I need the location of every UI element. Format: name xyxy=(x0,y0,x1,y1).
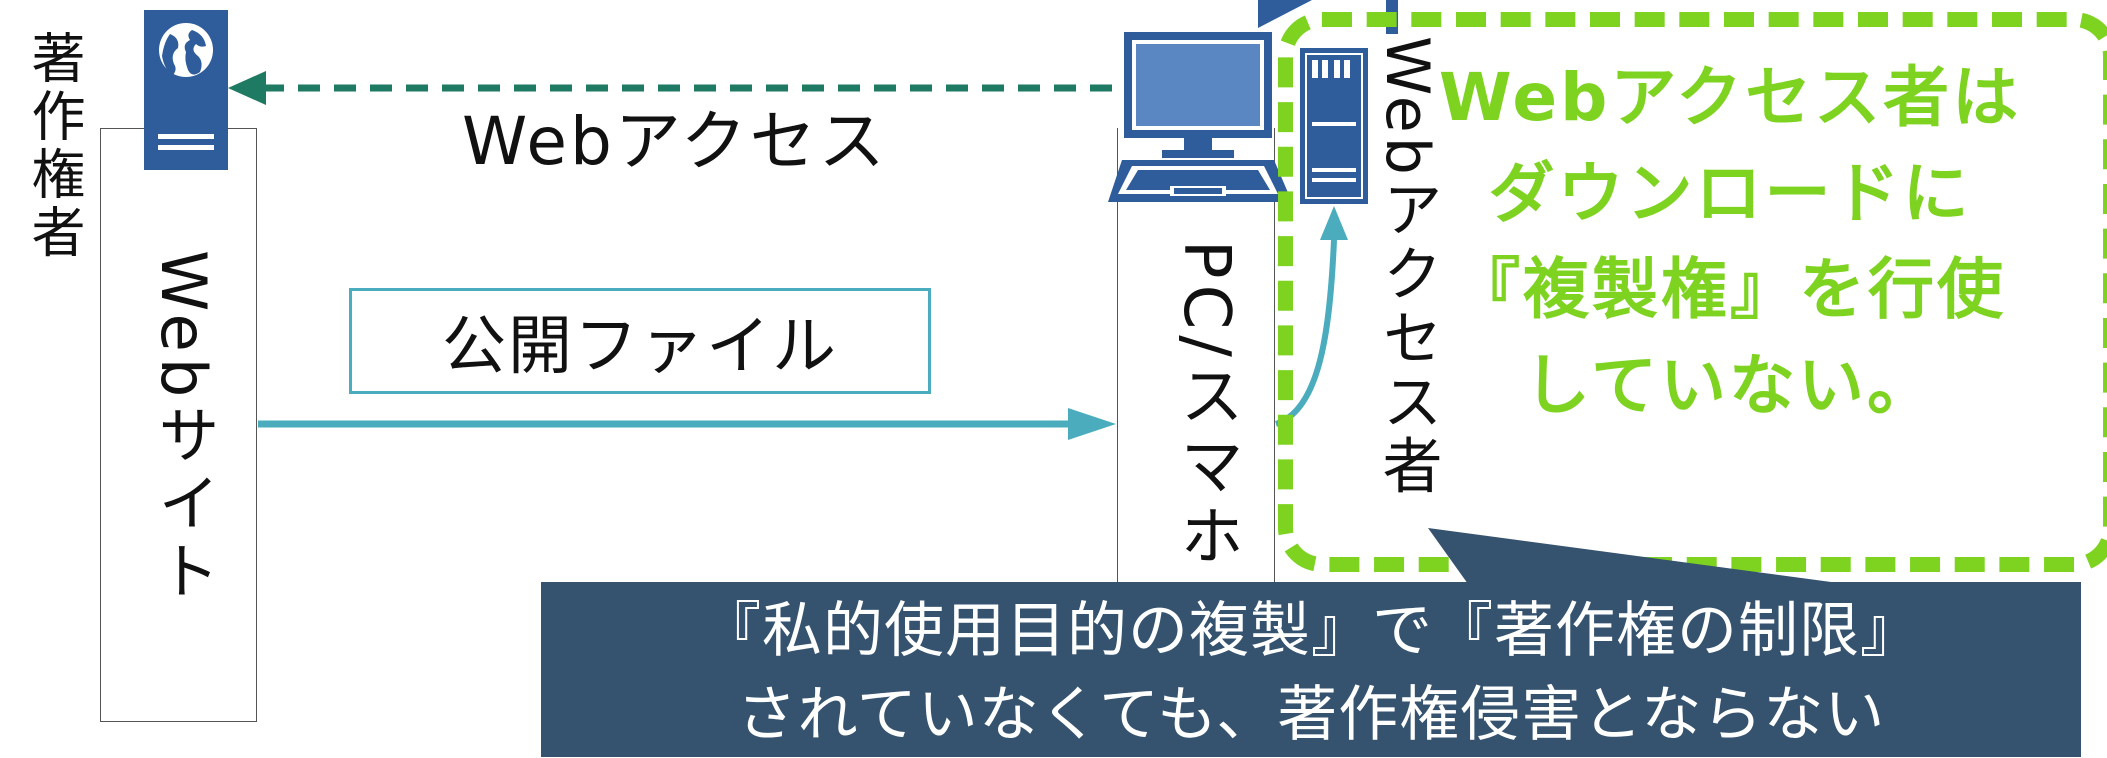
desktop-computer-icon xyxy=(1108,32,1292,202)
tower-server-icon xyxy=(1300,48,1368,204)
note-line-3: 『複製権』を行使 xyxy=(1454,251,2006,328)
device-box xyxy=(1117,128,1275,757)
cropped-shape xyxy=(1258,0,1312,28)
note-line-2: ダウンロードに xyxy=(1488,155,1972,232)
web-accessor-label: Webアクセス者 xyxy=(1372,36,1442,499)
globe-server-icon xyxy=(144,10,228,170)
note-line-1: Webアクセス者は xyxy=(1438,59,2022,136)
website-box xyxy=(100,128,257,722)
device-label: PC/スマホ xyxy=(1169,240,1243,573)
public-file-arrow xyxy=(258,408,1116,440)
web-access-arrow xyxy=(228,71,1112,105)
callout-line-1: 『私的使用目的の複製』で『著作権の制限』 xyxy=(701,596,1921,666)
callout-line-2: されていなくても、著作権侵害とならない xyxy=(736,680,1886,750)
public-file-label: 公開ファイル xyxy=(349,288,931,394)
callout-box xyxy=(541,582,2081,757)
author-label: 著作権者 xyxy=(22,30,85,262)
note-line-4: していない。 xyxy=(1523,347,1937,424)
web-access-label: Webアクセス xyxy=(462,103,888,180)
website-label: Webサイト xyxy=(147,250,220,608)
